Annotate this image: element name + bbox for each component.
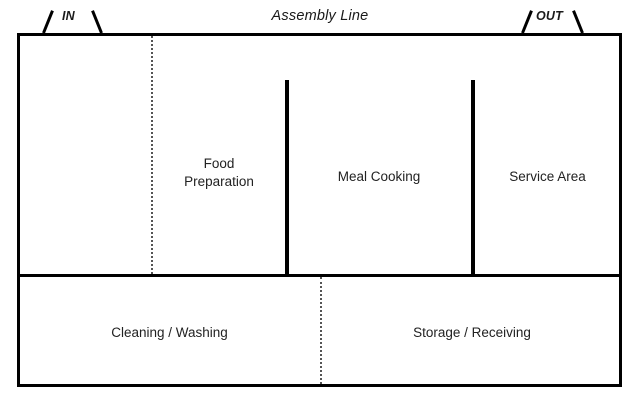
dotted-partition-food-prep (151, 36, 153, 274)
exit-label: OUT (536, 9, 563, 23)
zone-label-food-preparation: Food Preparation (184, 156, 254, 190)
zone-label-service-area: Service Area (509, 169, 586, 184)
zone-label-storage-receiving: Storage / Receiving (413, 325, 531, 340)
assembly-line-title: Assembly Line (271, 8, 369, 24)
dotted-partition-storage (320, 277, 322, 384)
horizontal-divider-wall (17, 274, 622, 277)
zone-label-cleaning-washing: Cleaning / Washing (111, 325, 228, 340)
entrance-label: IN (62, 9, 75, 23)
wall-cooking-service (471, 80, 475, 276)
zone-label-meal-cooking: Meal Cooking (337, 169, 421, 184)
wall-prep-cooking (285, 80, 289, 276)
building-outline (17, 33, 622, 387)
